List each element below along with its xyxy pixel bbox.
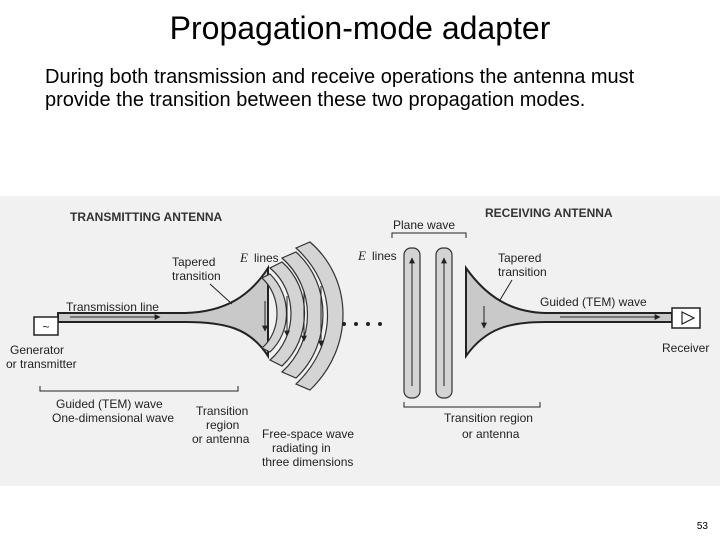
transition-tx-label-1: Transition bbox=[196, 404, 248, 418]
transition-rx-bracket bbox=[403, 402, 541, 408]
receiving-antenna-header: RECEIVING ANTENNA bbox=[485, 206, 613, 220]
generator-label-1: Generator bbox=[10, 343, 64, 357]
guided-tem-rx-label: Guided (TEM) wave bbox=[540, 295, 647, 309]
wavefront-2 bbox=[268, 261, 306, 367]
figure-background bbox=[0, 196, 720, 486]
page-number: 53 bbox=[696, 521, 708, 532]
receiver-label: Receiver bbox=[662, 341, 709, 355]
antenna-diagram: TRANSMITTING ANTENNA RECEIVING ANTENNA P… bbox=[0, 196, 720, 486]
transition-rx-label-2: or antenna bbox=[462, 427, 520, 441]
generator-symbol: ~ bbox=[42, 320, 49, 334]
tx-tapered-label-1: Tapered bbox=[172, 255, 215, 269]
transition-rx-label-1: Transition region bbox=[444, 411, 533, 425]
tx-tapered-leader bbox=[209, 283, 233, 305]
propagation-dots bbox=[342, 322, 382, 326]
generator-box bbox=[33, 316, 59, 336]
rx-tapered-label-1: Tapered bbox=[498, 251, 541, 265]
tx-e-letter: E bbox=[239, 250, 248, 265]
plane-wave-label: Plane wave bbox=[393, 218, 455, 232]
transition-tx-label-2: region bbox=[206, 418, 239, 432]
transmission-line-label: Transmission line bbox=[66, 300, 159, 314]
rx-tapered-leader bbox=[499, 279, 513, 301]
receiver-box bbox=[671, 307, 701, 329]
guided-tx-bracket bbox=[39, 386, 239, 392]
generator-label-2: or transmitter bbox=[6, 357, 77, 371]
tx-tapered-label-2: transition bbox=[172, 269, 221, 283]
guided-tem-tx-label-2: One-dimensional wave bbox=[52, 411, 174, 425]
rx-tapered-label-2: transition bbox=[498, 265, 547, 279]
receiver-triangle-icon bbox=[681, 311, 696, 325]
free-space-label-3: three dimensions bbox=[262, 455, 353, 469]
tx-e-lines-label: lines bbox=[254, 251, 279, 265]
free-space-label-2: radiating in bbox=[272, 441, 331, 455]
transmitting-antenna-header: TRANSMITTING ANTENNA bbox=[70, 210, 223, 224]
tx-horn bbox=[57, 264, 269, 360]
rx-e-lines-label: lines bbox=[372, 249, 397, 263]
slide-title: Propagation-mode adapter bbox=[169, 10, 551, 46]
slide-body-text: During both transmission and receive ope… bbox=[45, 66, 635, 111]
plane-wave-bracket bbox=[391, 232, 467, 238]
wavefront-4 bbox=[294, 241, 344, 391]
rx-e-letter: E bbox=[357, 248, 366, 263]
transition-tx-label-3: or antenna bbox=[192, 432, 250, 446]
guided-tem-tx-label-1: Guided (TEM) wave bbox=[56, 397, 163, 411]
free-space-label-1: Free-space wave bbox=[262, 427, 354, 441]
wavefront-3 bbox=[280, 251, 324, 379]
wavefront-1 bbox=[260, 273, 288, 353]
